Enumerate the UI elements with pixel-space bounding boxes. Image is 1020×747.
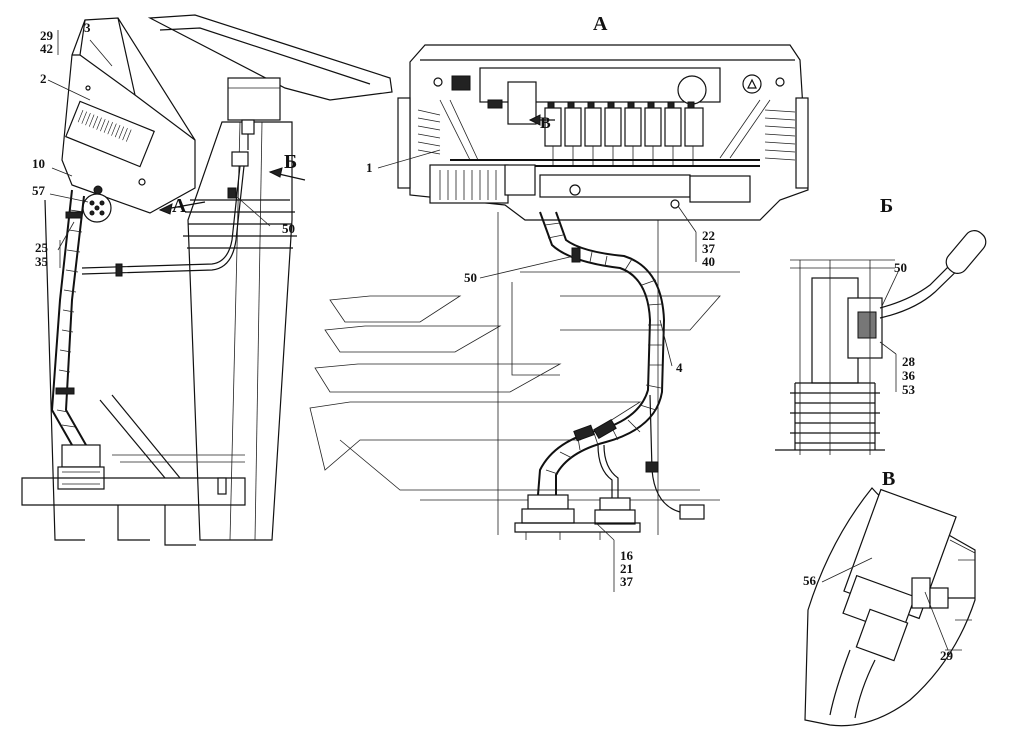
callout-2: 2: [40, 71, 47, 86]
view-b-lever: [775, 230, 987, 455]
view-a-dashboard: [309, 44, 809, 540]
callout-29: 29: [40, 28, 54, 43]
arrow-v-label: В: [540, 115, 551, 132]
callout-37-bottom: 37: [620, 574, 634, 589]
callout-53: 53: [902, 382, 916, 397]
callout-50-mid: 50: [464, 270, 477, 285]
callout-56: 56: [803, 573, 817, 588]
callout-28: 28: [902, 354, 916, 369]
callout-42: 42: [40, 41, 53, 56]
callout-50-right: 50: [894, 260, 907, 275]
callout-1: 1: [366, 160, 373, 175]
relay-block: [487, 81, 704, 165]
arrow-b-label: Б: [284, 151, 297, 173]
instrument-panel-left: [61, 17, 196, 214]
bellows-left: [183, 199, 297, 249]
view-a-title: А: [593, 13, 608, 35]
view-v-detail: [804, 487, 976, 727]
callout-37: 37: [702, 241, 716, 256]
bellows-b: [790, 382, 880, 450]
left-view-steering-column: [21, 14, 393, 546]
callout-10: 10: [32, 156, 45, 171]
callout-29-right: 29: [940, 648, 954, 663]
callout-36: 36: [902, 368, 916, 383]
harness-center: [537, 211, 666, 496]
callout-57: 57: [32, 183, 46, 198]
callout-50-left: 50: [282, 221, 295, 236]
callout-22: 22: [702, 228, 715, 243]
leader-lines: [47, 30, 949, 651]
callout-21: 21: [620, 561, 633, 576]
view-b-title: Б: [880, 195, 893, 217]
callout-4: 4: [676, 360, 683, 375]
callout-25: 25: [35, 240, 49, 255]
harness-left: [50, 189, 87, 446]
callout-3: 3: [84, 20, 91, 35]
callout-16: 16: [620, 548, 634, 563]
callout-35: 35: [35, 254, 49, 269]
callout-40: 40: [702, 254, 715, 269]
arrow-a-label: А: [172, 195, 187, 217]
view-v-title: В: [882, 468, 895, 490]
